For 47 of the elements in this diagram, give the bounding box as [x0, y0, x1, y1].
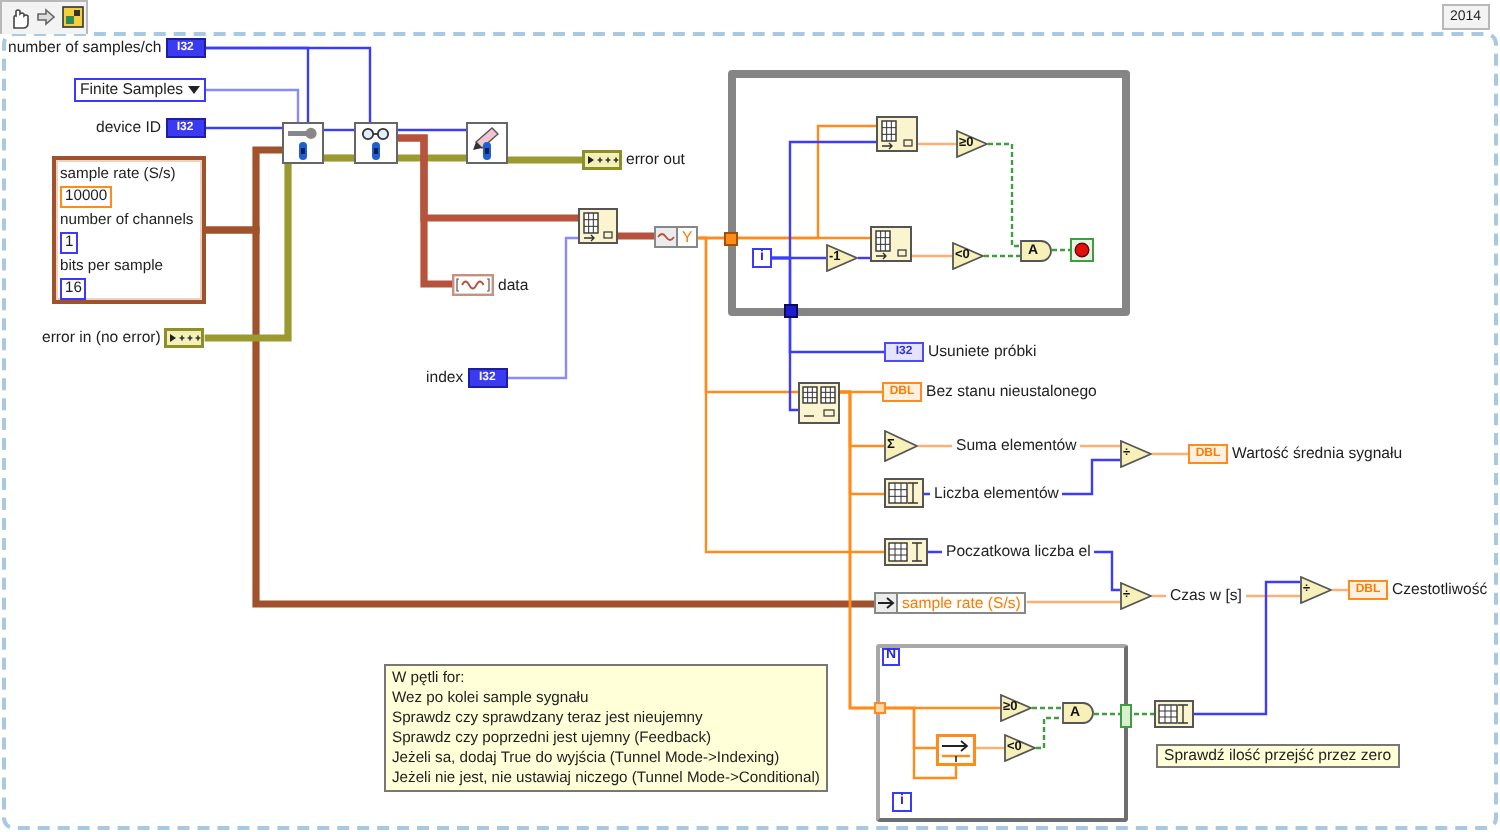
wire	[1194, 580, 1300, 716]
wire	[206, 88, 300, 122]
wire	[1094, 712, 1154, 716]
wire	[507, 236, 578, 380]
grid-block-icon	[578, 208, 618, 244]
wire	[1036, 716, 1062, 750]
stop-icon	[1070, 238, 1094, 262]
wire	[206, 226, 874, 608]
wire	[398, 154, 466, 162]
wire	[205, 46, 372, 122]
wire	[398, 134, 578, 222]
grid-block-icon	[876, 116, 918, 152]
grid-size-icon	[1154, 700, 1194, 728]
wire	[912, 254, 952, 258]
for-loop-frame	[876, 644, 1128, 822]
wire	[1052, 248, 1070, 252]
wire	[698, 236, 884, 554]
wire	[976, 746, 1004, 750]
grid-size-icon	[884, 478, 924, 508]
wrench-block-icon	[282, 122, 324, 164]
wire	[324, 154, 354, 162]
wire	[508, 156, 582, 164]
wire	[918, 142, 956, 146]
wire	[324, 128, 354, 132]
wire	[772, 256, 798, 412]
wire	[205, 126, 282, 130]
double-grid-icon	[798, 382, 840, 424]
pencil-block-icon	[466, 122, 508, 164]
wire	[988, 142, 1020, 248]
wire	[840, 390, 958, 780]
wire	[1032, 706, 1062, 710]
grid-block-icon	[870, 226, 912, 262]
wire	[1152, 452, 1188, 456]
glasses-block-icon	[354, 122, 398, 164]
wire	[984, 254, 1020, 258]
grid-size-icon	[884, 538, 928, 566]
wire	[204, 164, 292, 342]
comment-note	[384, 664, 828, 792]
wire	[398, 128, 466, 132]
wire	[858, 256, 870, 260]
wire	[618, 232, 654, 240]
wire	[1026, 600, 1120, 604]
cluster-constant	[52, 156, 206, 304]
unbundle-node	[874, 592, 1027, 614]
unbundle-node	[654, 226, 699, 248]
while-loop-frame	[728, 70, 1130, 316]
wire	[1332, 588, 1348, 592]
